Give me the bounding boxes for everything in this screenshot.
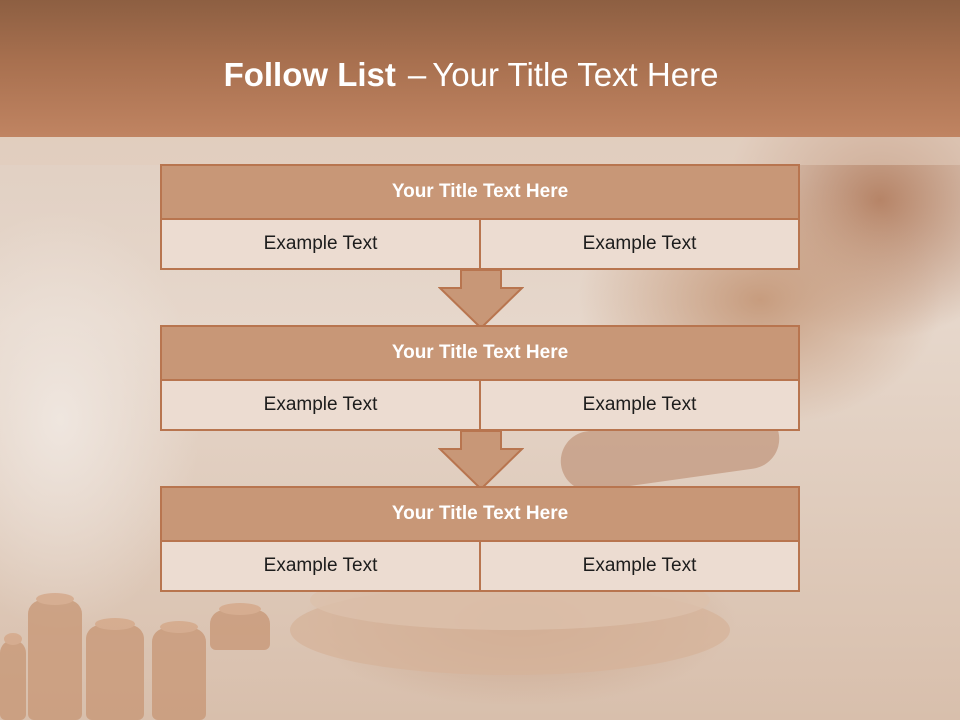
step-cell-right: Example Text xyxy=(481,220,800,270)
title-bar: Follow List–Your Title Text Here xyxy=(0,0,960,137)
step-row: Example Text Example Text xyxy=(160,542,800,592)
step-cell-left: Example Text xyxy=(160,381,481,431)
step-title: Your Title Text Here xyxy=(160,486,800,542)
step-title: Your Title Text Here xyxy=(160,325,800,381)
down-arrow-icon xyxy=(438,431,524,491)
clay-pot xyxy=(152,621,206,720)
step-title: Your Title Text Here xyxy=(160,164,800,220)
clay-pot xyxy=(86,618,144,720)
step-cell-right: Example Text xyxy=(481,542,800,592)
slide-title-text: Your Title Text Here xyxy=(432,56,719,93)
clay-pot xyxy=(0,633,26,720)
step-box-2: Your Title Text Here Example Text Exampl… xyxy=(160,325,800,431)
header-strip xyxy=(0,137,960,165)
slide-title-bold: Follow List xyxy=(223,56,396,93)
step-box-1: Your Title Text Here Example Text Exampl… xyxy=(160,164,800,270)
step-row: Example Text Example Text xyxy=(160,381,800,431)
title-separator: – xyxy=(407,56,427,93)
clay-pot xyxy=(28,593,82,720)
step-row: Example Text Example Text xyxy=(160,220,800,270)
step-box-3: Your Title Text Here Example Text Exampl… xyxy=(160,486,800,592)
step-cell-right: Example Text xyxy=(481,381,800,431)
step-cell-left: Example Text xyxy=(160,542,481,592)
step-cell-left: Example Text xyxy=(160,220,481,270)
slide-title: Follow List–Your Title Text Here xyxy=(0,56,942,94)
down-arrow-icon xyxy=(438,270,524,330)
clay-pot xyxy=(210,603,270,650)
